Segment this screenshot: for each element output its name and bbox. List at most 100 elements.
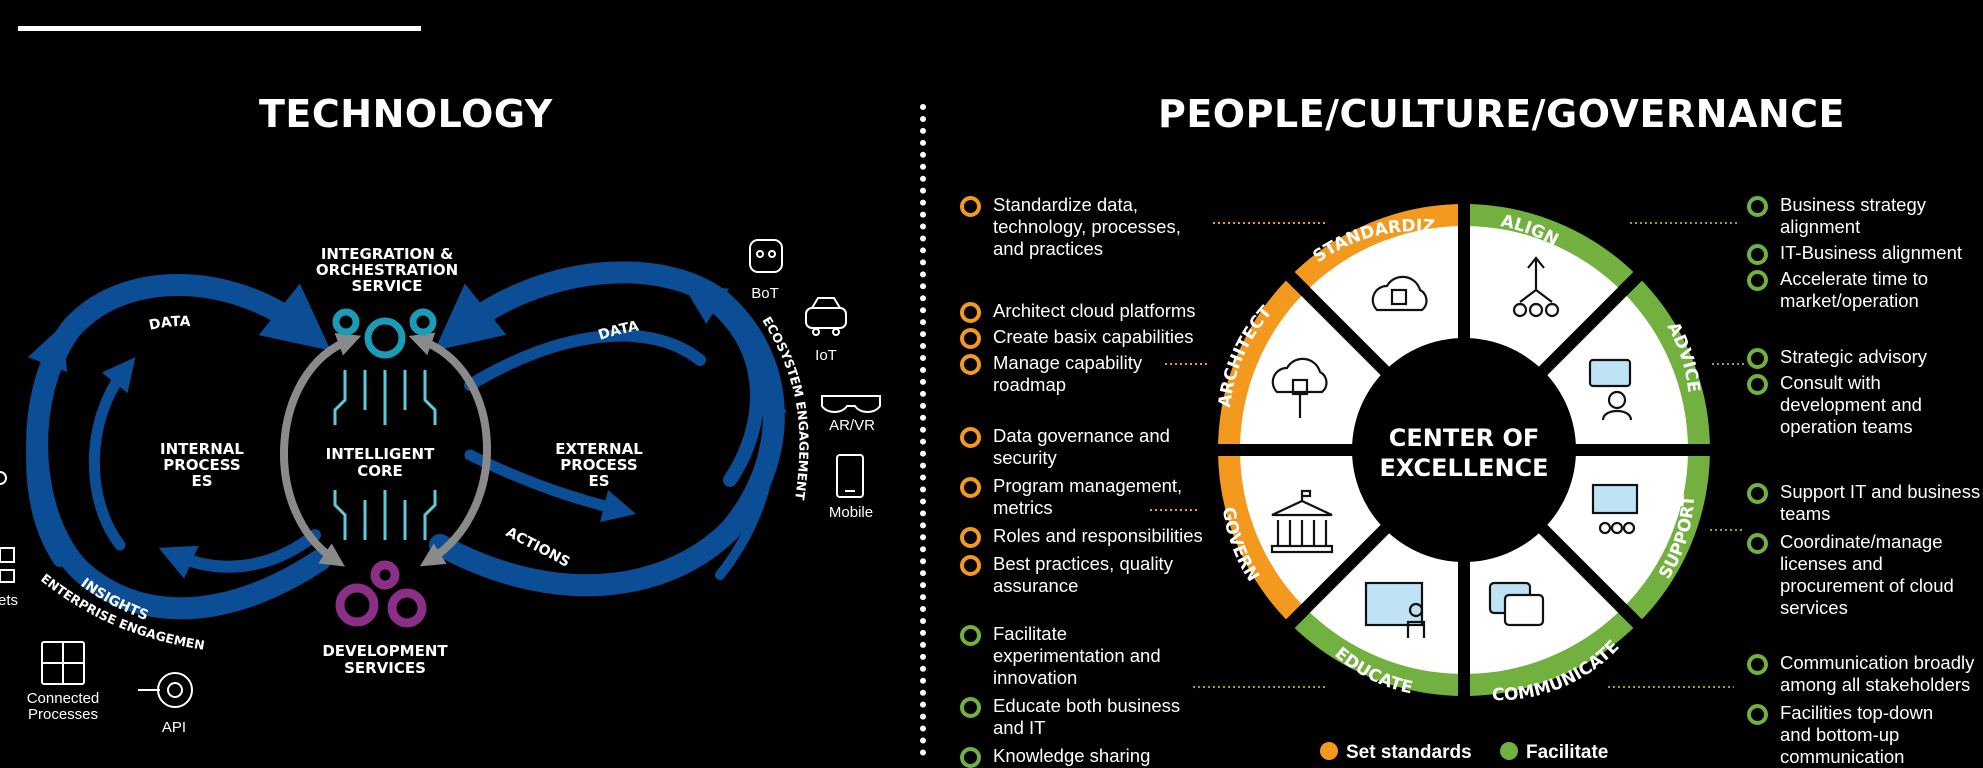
teacher-board-icon <box>1364 581 1426 638</box>
mobile-label: Mobile <box>829 504 873 521</box>
api-label: API <box>162 719 186 736</box>
green-bullet-icon <box>960 625 981 646</box>
orange-bullet-icon <box>960 427 981 448</box>
assets-label: ets <box>0 592 18 609</box>
cloud-network-icon <box>1271 357 1328 418</box>
bullet-strategic-advisory: Strategic advisory <box>1747 346 1927 369</box>
bullet-roles: Roles and responsibilities <box>960 525 1203 548</box>
segment-label-standardize: STANDARDIZE <box>0 0 1436 267</box>
orange-bullet-icon <box>960 555 981 576</box>
intelligent-core-label-1: INTELLIGENT <box>326 445 435 463</box>
bullet-standardize: Standardize data,technology, processes,a… <box>960 194 1181 260</box>
green-bullet-icon <box>1747 348 1768 369</box>
svg-text:STANDARDIZE: STANDARDIZE <box>0 0 1436 267</box>
legend-set-standards: Set standards <box>1320 742 1472 764</box>
svg-text:DATA: DATA <box>148 314 191 334</box>
green-bullet-icon <box>1747 533 1768 554</box>
internal-label-2: PROCESS <box>163 456 240 474</box>
core-circuit-bottom-icon <box>333 490 437 540</box>
coe-center-circle <box>1352 338 1576 562</box>
iot-label: IoT <box>815 347 837 364</box>
coe-center-label-2: EXCELLENCE <box>1379 454 1548 482</box>
integration-label-2: ORCHESTRATION <box>316 261 458 279</box>
orange-legend-icon <box>1320 742 1338 760</box>
core-ring <box>280 332 491 567</box>
api-icon <box>138 672 193 708</box>
bullet-create-capabilities: Create basix capabilities <box>960 326 1196 349</box>
green-bullet-icon <box>1747 244 1768 265</box>
infinity-loop <box>26 261 788 620</box>
government-building-icon <box>1270 489 1334 554</box>
development-label-1: DEVELOPMENT <box>322 642 448 660</box>
orange-bullet-icon <box>960 354 981 375</box>
green-bullet-icon <box>1747 483 1768 504</box>
connected-processes-label-2: Processes <box>28 706 98 723</box>
core-circuit-top-icon <box>333 370 437 425</box>
arvr-label: AR/VR <box>829 417 875 434</box>
internal-label-1: INTERNAL <box>160 440 244 458</box>
external-label-2: PROCESS <box>560 456 637 474</box>
integration-gears-icon <box>332 308 437 359</box>
external-label-1: EXTERNAL <box>555 440 643 458</box>
orange-bullet-icon <box>960 527 981 548</box>
green-bullet-icon <box>960 697 981 718</box>
mobile-icon <box>836 454 864 498</box>
arvr-glasses-icon <box>821 395 881 413</box>
left-bullets-group-1: Standardize data,technology, processes,a… <box>960 194 1181 260</box>
hierarchy-arrow-icon <box>1512 256 1560 318</box>
iot-car-icon <box>805 297 847 336</box>
technology-title: TECHNOLOGY <box>259 92 553 136</box>
cloud-chip-icon <box>1371 275 1428 312</box>
integration-label-3: SERVICE <box>351 277 422 295</box>
bot-icon <box>749 239 783 273</box>
bullet-program-management: Program management,metrics <box>960 475 1203 519</box>
orange-bullet-icon <box>960 477 981 498</box>
legend-facilitate: Facilitate <box>1500 742 1608 764</box>
green-bullet-icon <box>1747 654 1768 675</box>
left-bullets-group-2: Architect cloud platforms Create basix c… <box>960 300 1196 396</box>
internal-label-3: ES <box>191 472 212 490</box>
orange-bullet-icon <box>960 196 981 217</box>
coe-center-label-1: CENTER OF <box>1389 424 1540 452</box>
green-legend-icon <box>1500 742 1518 760</box>
bullet-knowledge-sharing: Knowledge sharing <box>960 745 1180 768</box>
green-bullet-icon <box>960 747 981 768</box>
team-presentation-icon <box>1591 483 1639 535</box>
green-bullet-icon <box>1747 374 1768 395</box>
green-bullet-icon <box>1747 704 1768 725</box>
bullet-architect-cloud: Architect cloud platforms <box>960 300 1196 323</box>
green-bullet-icon <box>1747 270 1768 291</box>
integration-label-1: INTEGRATION & <box>321 245 453 263</box>
intelligent-core-label-2: CORE <box>357 462 403 480</box>
partial-circle-icon <box>0 471 7 485</box>
connected-processes-icon <box>41 641 85 685</box>
green-bullet-icon <box>1747 196 1768 217</box>
orange-bullet-icon <box>960 328 981 349</box>
section-divider <box>920 104 926 756</box>
advisor-chat-icon <box>1588 358 1633 421</box>
top-accent-bar <box>18 26 421 31</box>
data-left-label: DATA <box>148 314 191 334</box>
assets-icon <box>0 547 15 583</box>
external-label-3: ES <box>588 472 609 490</box>
bot-label: BoT <box>751 285 779 302</box>
orange-bullet-icon <box>960 302 981 323</box>
